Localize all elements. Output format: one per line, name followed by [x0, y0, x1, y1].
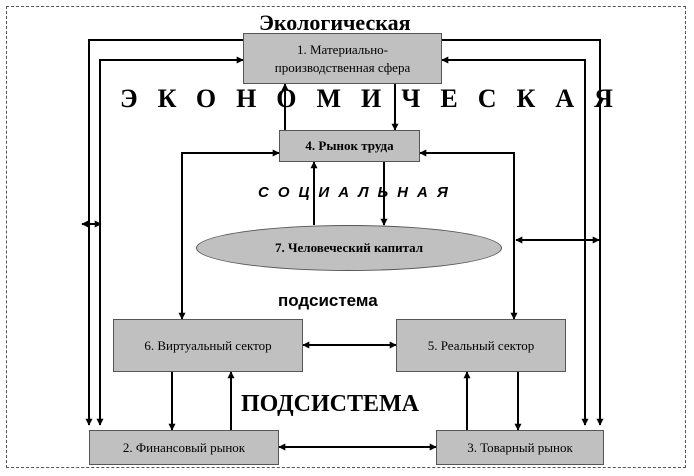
arrow-material-financial — [96, 56, 244, 426]
diagram-frame — [6, 6, 686, 468]
label-social: СОЦИАЛЬНАЯ — [258, 184, 457, 201]
arrow-labor-real — [419, 149, 518, 320]
label-ecological: Экологическая — [259, 10, 411, 35]
label-subsystem-small: подсистема — [278, 291, 378, 310]
node-virtual-sector: 6. Виртуальный сектор — [113, 319, 303, 372]
node-financial-market: 2. Финансовый рынок — [89, 430, 279, 465]
node-human-capital: 7. Человеческий капитал — [196, 225, 502, 271]
node-labor-market: 4. Рынок труда — [279, 130, 420, 162]
node-commodity-market: 3. Товарный рынок — [436, 430, 604, 465]
arrow-material-commodity — [441, 56, 589, 426]
label-economic: ЭКОНОМИЧЕСКАЯ — [120, 84, 633, 113]
node-real-sector: 5. Реальный сектор — [396, 319, 566, 372]
node-material-sphere: 1. Материально-производственная сфера — [243, 33, 442, 84]
label-subsystem-large: ПОДСИСТЕМА — [241, 391, 419, 417]
arrow-labor-virtual — [178, 149, 280, 320]
